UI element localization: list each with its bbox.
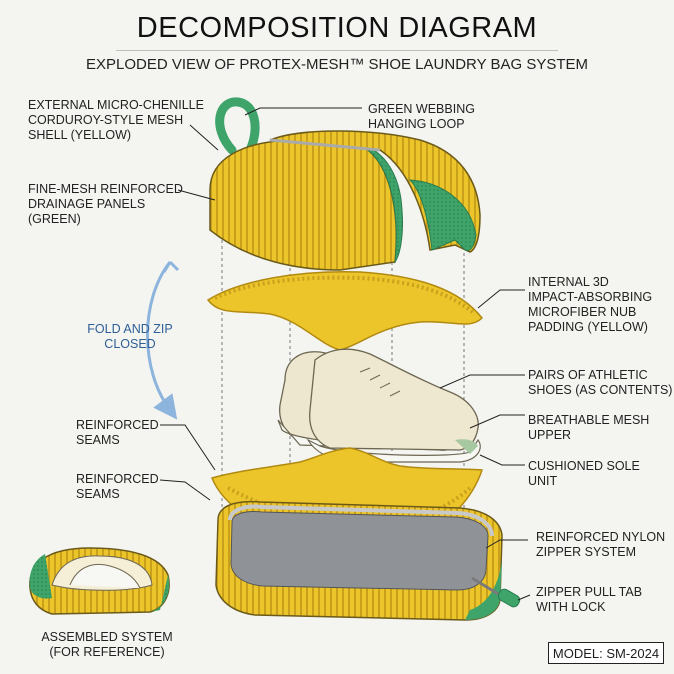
- leader-mesh-upper: [469, 414, 525, 429]
- page-title: DECOMPOSITION DIAGRAM: [136, 12, 538, 44]
- label-seams-2: REINFORCED SEAMS: [76, 472, 159, 501]
- label-sole-unit: CUSHIONED SOLE UNIT: [528, 459, 640, 488]
- label-mesh-upper: BREATHABLE MESH UPPER: [528, 413, 650, 442]
- label-nub-padding: INTERNAL 3D IMPACT-ABSORBING MICROFIBER …: [528, 275, 653, 334]
- label-zipper-system: REINFORCED NYLON ZIPPER SYSTEM: [536, 530, 666, 559]
- label-hanging-loop: GREEN WEBBING HANGING LOOP: [368, 102, 475, 131]
- leader-seams-1: [160, 424, 216, 471]
- label-drainage-panels: FINE-MESH REINFORCED DRAINAGE PANELS (GR…: [28, 182, 183, 226]
- leader-sole: [479, 454, 525, 466]
- leader-zipper-system: [485, 539, 528, 549]
- leader-outer-shell: [189, 124, 219, 151]
- fold-arrow-top-icon: [162, 260, 180, 273]
- leader-pull-tab: [517, 594, 531, 601]
- hanging-loop: [215, 97, 260, 155]
- label-fold-zip: FOLD AND ZIP CLOSED: [87, 322, 173, 351]
- leader-nub-padding: [477, 289, 525, 309]
- nub-padding-top: [206, 271, 484, 351]
- fold-arrow-icon: [146, 261, 178, 420]
- label-shoes: PAIRS OF ATHLETIC SHOES (AS CONTENTS): [528, 368, 673, 397]
- title-divider: [116, 50, 558, 51]
- zipper-base-tray: [215, 500, 503, 621]
- label-seams-1: REINFORCED SEAMS: [76, 418, 159, 447]
- leader-lines: [159, 107, 531, 601]
- label-pull-tab: ZIPPER PULL TAB WITH LOCK: [536, 585, 643, 614]
- assembled-reference-bag: [29, 547, 170, 615]
- zipper-pull-tab: [471, 576, 521, 608]
- model-badge: MODEL: SM-2024: [548, 642, 664, 664]
- outer-shell-right: [269, 130, 481, 253]
- athletic-shoes: [277, 348, 481, 463]
- page-subtitle: EXPLODED VIEW OF PROTEX-MESH™ SHOE LAUND…: [85, 56, 589, 73]
- label-assembled: ASSEMBLED SYSTEM (FOR REFERENCE): [41, 630, 173, 659]
- leader-hanging-loop: [244, 107, 362, 116]
- leader-shoes: [439, 374, 525, 389]
- leader-drainage: [177, 189, 216, 201]
- outer-shell-left: [209, 139, 403, 271]
- label-outer-shell: EXTERNAL MICRO-CHENILLE CORDUROY-STYLE M…: [28, 98, 204, 142]
- leader-seams-2: [159, 479, 211, 501]
